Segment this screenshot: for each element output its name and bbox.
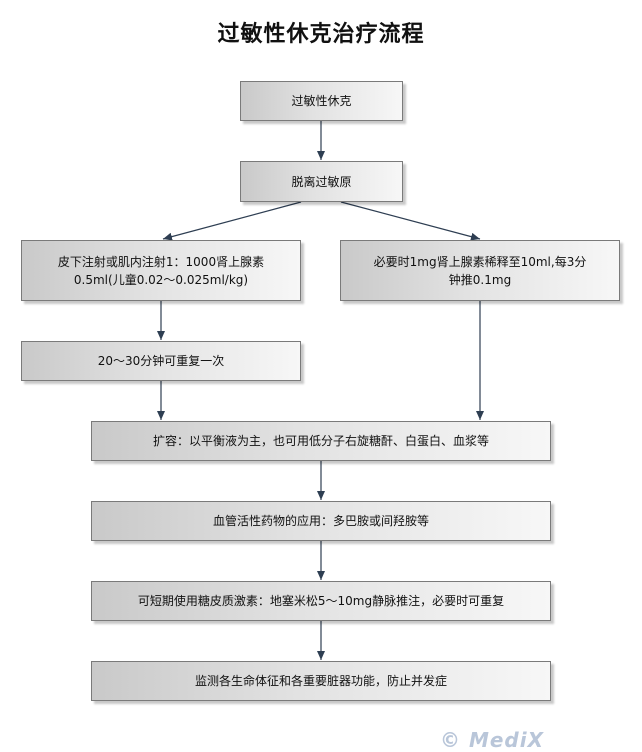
node-epinephrine-injection: 皮下注射或肌内注射1：1000肾上腺素 0.5ml(儿童0.02～0.025ml…	[21, 240, 301, 301]
node-remove-allergen-label: 脱离过敏原	[291, 174, 352, 189]
node-corticosteroid: 可短期使用糖皮质激素：地塞米松5～10mg静脉推注，必要时可重复	[91, 581, 551, 621]
node-volume-expansion-label: 扩容：以平衡液为主，也可用低分子右旋糖酐、白蛋白、血浆等	[152, 434, 489, 448]
node-epinephrine-injection-label: 皮下注射或肌内注射1：1000肾上腺素 0.5ml(儿童0.02～0.025ml…	[57, 254, 265, 287]
arrow-allergen-to-injection	[162, 201, 302, 241]
node-vasoactive-label: 血管活性药物的应用：多巴胺或间羟胺等	[212, 514, 429, 528]
arrow-allergen-to-iv	[340, 201, 481, 241]
node-remove-allergen: 脱离过敏原	[240, 161, 403, 202]
node-vasoactive: 血管活性药物的应用：多巴胺或间羟胺等	[91, 501, 551, 541]
node-epinephrine-iv-label: 必要时1mg肾上腺素稀释至10ml,每3分 钟推0.1mg	[373, 254, 587, 287]
node-repeat: 20～30分钟可重复一次	[21, 341, 301, 381]
node-volume-expansion: 扩容：以平衡液为主，也可用低分子右旋糖酐、白蛋白、血浆等	[91, 421, 551, 461]
medix-watermark: © MediX	[440, 728, 545, 752]
node-monitoring: 监测各生命体征和各重要脏器功能，防止并发症	[91, 661, 551, 701]
node-anaphylactic-shock-label: 过敏性休克	[291, 94, 352, 108]
node-corticosteroid-label: 可短期使用糖皮质激素：地塞米松5～10mg静脉推注，必要时可重复	[137, 594, 505, 608]
node-epinephrine-iv: 必要时1mg肾上腺素稀释至10ml,每3分 钟推0.1mg	[340, 240, 620, 301]
node-repeat-label: 20～30分钟可重复一次	[97, 354, 225, 368]
diagram-title: 过敏性休克治疗流程	[217, 21, 425, 47]
node-anaphylactic-shock: 过敏性休克	[240, 81, 403, 121]
node-monitoring-label: 监测各生命体征和各重要脏器功能，防止并发症	[194, 674, 447, 688]
